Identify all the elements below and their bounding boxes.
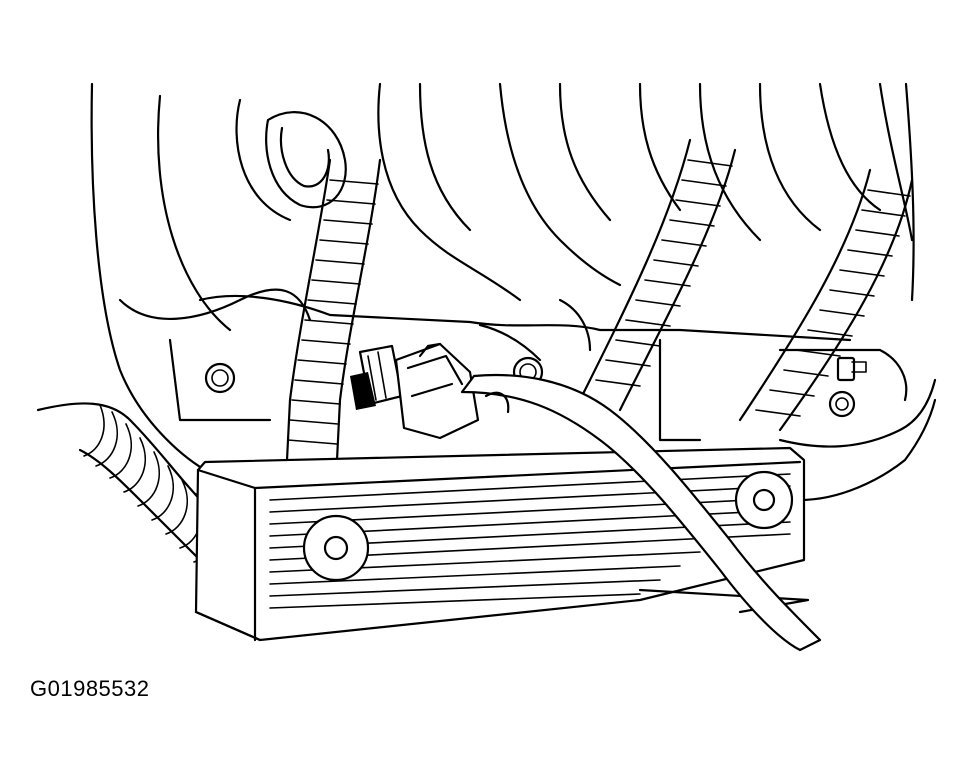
intake-manifold-icon	[36, 82, 937, 592]
sensor-connector-icon	[350, 342, 822, 652]
figure-id-label: G01985532	[30, 676, 150, 701]
wiring-harness-icon	[83, 138, 914, 563]
fuel-rail-icon	[194, 446, 810, 642]
bolt-icon	[204, 356, 867, 418]
